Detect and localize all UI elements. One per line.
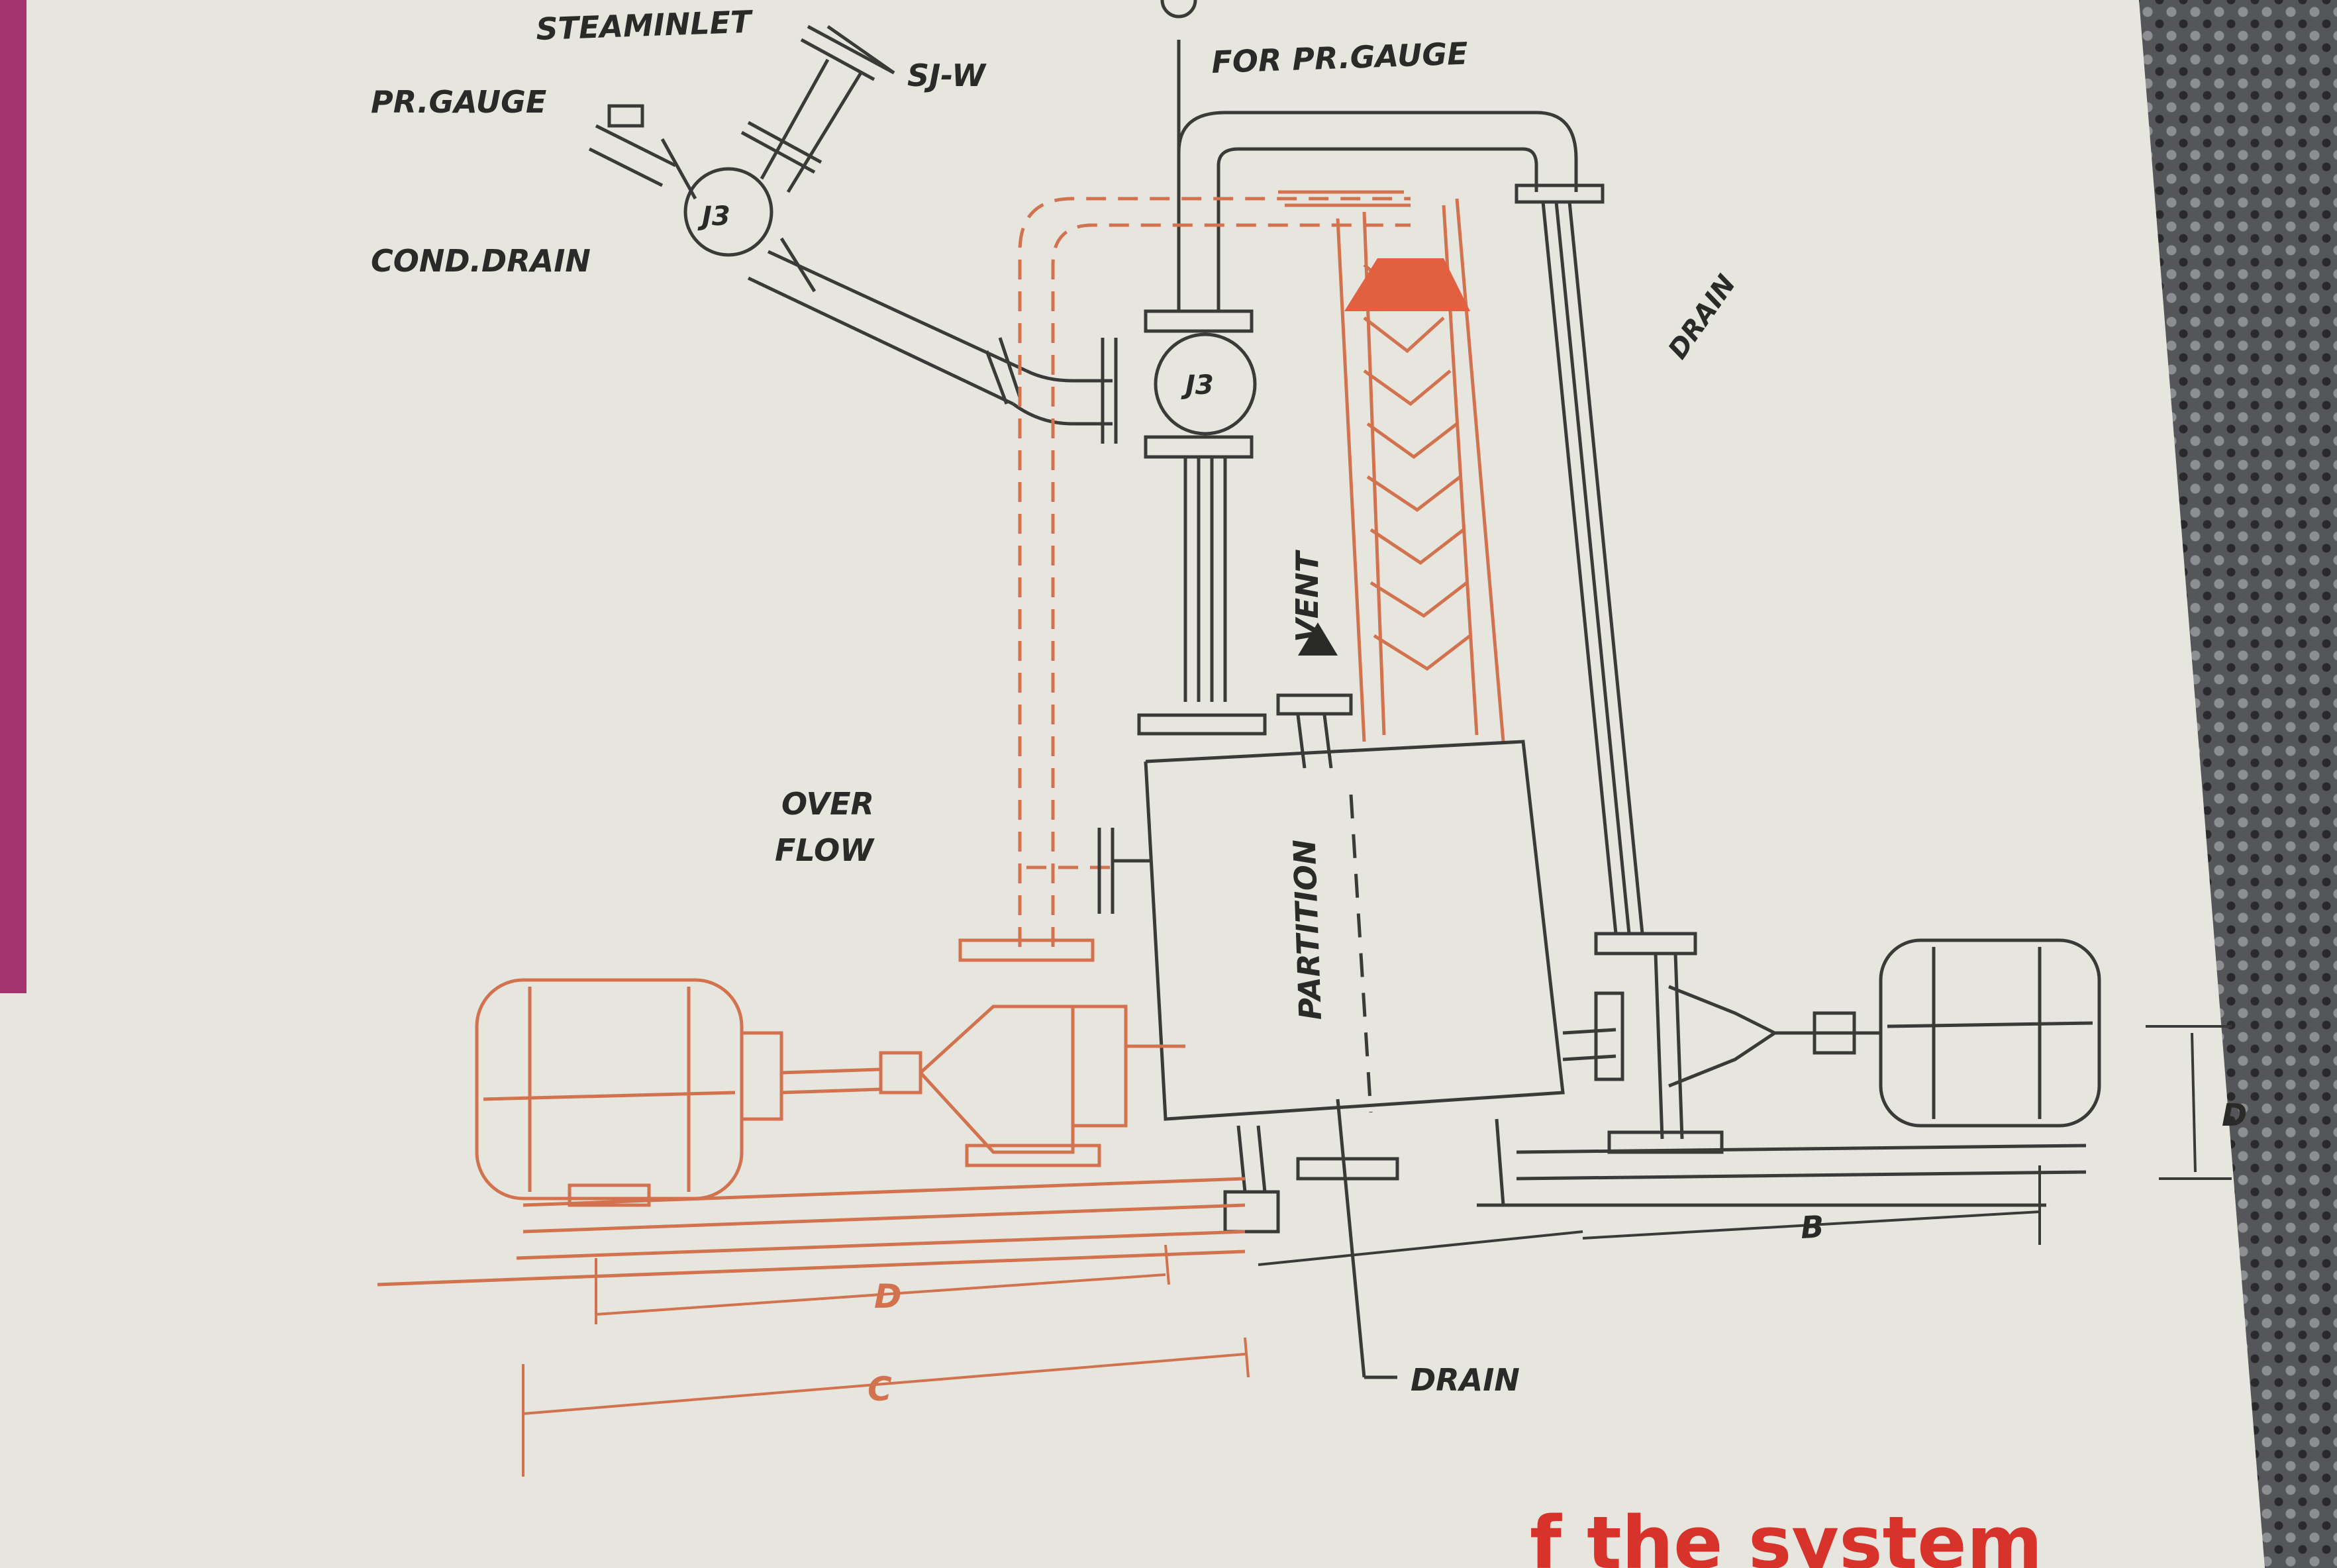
vent-arrow [1298, 622, 1338, 656]
upper-j3-assembly [588, 24, 1113, 426]
label-cond-drain: COND.DRAIN [371, 243, 591, 279]
label-dim-d-left: D [874, 1277, 902, 1316]
label-sjw: SJ-W [907, 58, 987, 93]
red-dimension-labels: D C [868, 1277, 902, 1408]
diagram-labels: STEAMINLET SJ-W PR.GAUGE FOR PR.GAUGE CO… [371, 4, 2247, 1398]
dimension-lines [522, 1025, 2232, 1477]
spray-nozzle [1344, 258, 1470, 311]
right-pump-motor [1477, 938, 2101, 1207]
caption-fragment: f the system [1530, 1500, 2042, 1568]
label-steam-inlet: STEAMINLET [535, 4, 754, 47]
main-vessel [1097, 693, 1624, 1379]
label-dim-c-left: C [868, 1370, 892, 1408]
label-dim-b-right: B [1800, 1208, 1825, 1246]
label-overflow-1: OVER [781, 786, 874, 822]
label-drain-bottom: DRAIN [1411, 1362, 1520, 1398]
label-partition: PARTITION [1286, 839, 1328, 1021]
right-drain-downpipe [1541, 201, 1697, 956]
label-overflow-2: FLOW [775, 832, 875, 868]
label-j3-upper: J3 [697, 201, 730, 232]
left-pump-motor [377, 938, 1246, 1287]
label-j3-lower: J3 [1181, 370, 1214, 401]
label-dim-d-right: D [2222, 1097, 2247, 1133]
paper-sheet [0, 0, 2265, 1568]
label-pr-gauge: PR.GAUGE [371, 84, 546, 120]
lower-j3-assembly [1101, 0, 1605, 702]
